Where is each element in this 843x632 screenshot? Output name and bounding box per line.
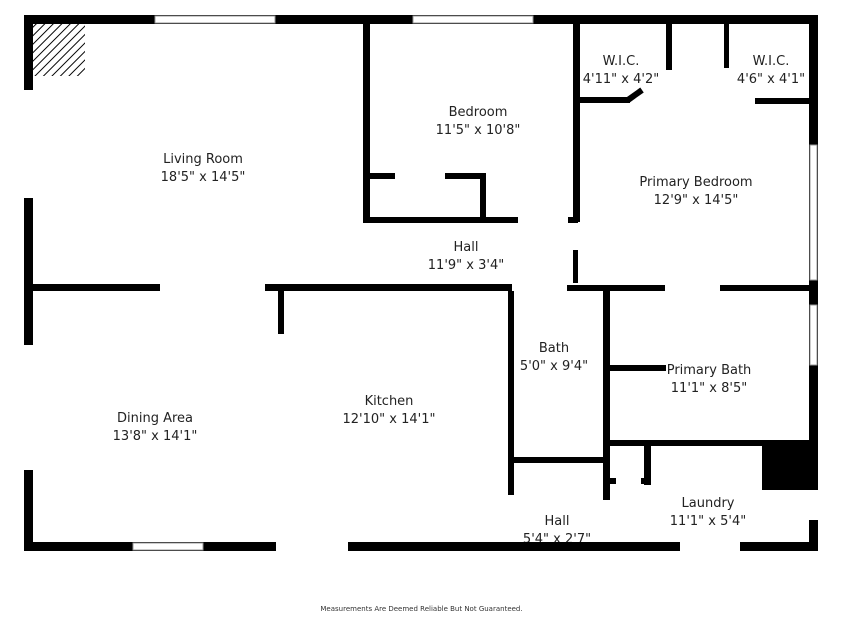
room-label-primary-bedroom: Primary Bedroom 12'9" x 14'5" <box>639 174 752 210</box>
walls <box>24 15 818 551</box>
room-dims: 4'11" x 4'2" <box>582 72 660 87</box>
room-label-wic-2: W.I.C. 4'6" x 4'1" <box>737 53 805 89</box>
room-dims: 5'4" x 2'7" <box>522 532 592 542</box>
room-label-primary-bath: Primary Bath 11'1" x 8'5" <box>667 362 752 398</box>
room-dims: 5'0" x 9'4" <box>519 359 589 374</box>
room-label-bath: Bath 5'0" x 9'4" <box>520 340 588 376</box>
windows <box>132 15 818 551</box>
room-name: W.I.C. <box>752 54 790 69</box>
room-dims: 11'1" x 5'4" <box>669 514 747 529</box>
room-label-hall: Hall 11'9" x 3'4" <box>428 239 504 275</box>
room-dims: 18'5" x 14'5" <box>160 170 246 185</box>
room-label-dining-area: Dining Area 13'8" x 14'1" <box>113 410 198 446</box>
room-dims: 11'9" x 3'4" <box>427 258 505 273</box>
room-dims: 13'8" x 14'1" <box>112 429 198 444</box>
room-dims: 4'6" x 4'1" <box>736 72 806 87</box>
room-label-living-room: Living Room 18'5" x 14'5" <box>161 151 246 187</box>
room-dims: 12'10" x 14'1" <box>342 412 436 427</box>
room-name: Kitchen <box>364 394 414 409</box>
room-name: Dining Area <box>116 411 194 426</box>
room-name: Primary Bath <box>666 363 752 378</box>
fireplace-icon <box>33 24 85 76</box>
room-dims: 12'9" x 14'5" <box>653 193 739 208</box>
room-name: W.I.C. <box>602 54 640 69</box>
room-name: Hall <box>453 240 479 255</box>
room-name: Living Room <box>163 152 243 167</box>
room-label-kitchen: Kitchen 12'10" x 14'1" <box>343 393 436 429</box>
room-label-wic-1: W.I.C. 4'11" x 4'2" <box>583 53 659 89</box>
room-name: Laundry <box>681 496 735 511</box>
room-name: Bedroom <box>448 105 508 120</box>
room-name: Bath <box>538 341 570 356</box>
room-dims: 11'1" x 8'5" <box>670 381 748 396</box>
room-dims: 11'5" x 10'8" <box>435 123 521 138</box>
room-name: Primary Bedroom <box>639 175 753 190</box>
room-label-bedroom: Bedroom 11'5" x 10'8" <box>436 104 521 140</box>
room-label-laundry: Laundry 11'1" x 5'4" <box>670 495 746 531</box>
openings <box>24 90 818 551</box>
disclaimer: Measurements Are Deemed Reliable But Not… <box>320 605 523 613</box>
room-label-hall-2: Hall 5'4" x 2'7" <box>523 513 591 542</box>
room-name: Hall <box>544 514 570 529</box>
